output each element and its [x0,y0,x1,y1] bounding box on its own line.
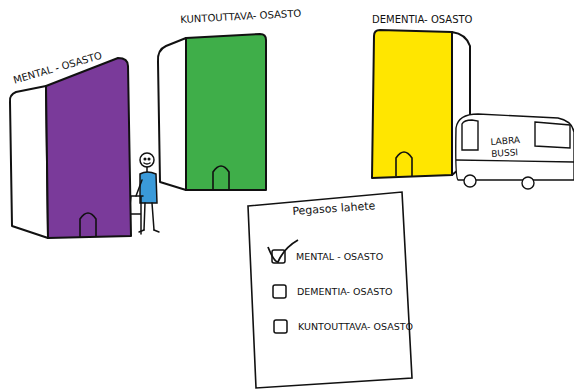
node-heading: KUNTOUTTAVA- OSASTO [180,8,302,26]
building-side [10,86,48,238]
bus-body [456,114,574,180]
node-heading: DEMENTIA- OSASTO [372,14,472,26]
bus-wheel [522,177,534,189]
referral-paper [248,192,412,388]
bus-stripe [456,160,574,162]
door [396,152,412,176]
door [80,213,96,237]
check-mark [268,240,298,262]
bus-wheel [464,175,476,187]
checklist-item: MENTAL - OSASTO [296,251,383,263]
building-side [158,38,186,190]
ward-building: MENTAL - OSASTO [0,40,140,250]
checklist-item: KUNTOUTTAVA- OSASTO [298,321,413,333]
node-heading: LABRA BUSSI [490,133,536,160]
checkbox [273,285,286,298]
building-front [46,58,131,238]
checklist-item: DEMENTIA- OSASTO [297,286,392,298]
node-outline [150,5,275,200]
checkbox [274,320,287,333]
door [213,166,229,190]
lab-bus: LABRA BUSSI [450,105,574,195]
bus-window [535,122,570,148]
ward-building: KUNTOUTTAVA- OSASTO [150,5,275,200]
referral-form: Pegasos laheteMENTAL - OSASTODEMENTIA- O… [240,185,420,390]
building-front [186,34,266,190]
node-outline [335,5,475,185]
person-with-walker [127,153,159,234]
bus-window [462,120,478,150]
building-front [372,30,452,178]
ward-building: DEMENTIA- OSASTO [335,5,475,185]
